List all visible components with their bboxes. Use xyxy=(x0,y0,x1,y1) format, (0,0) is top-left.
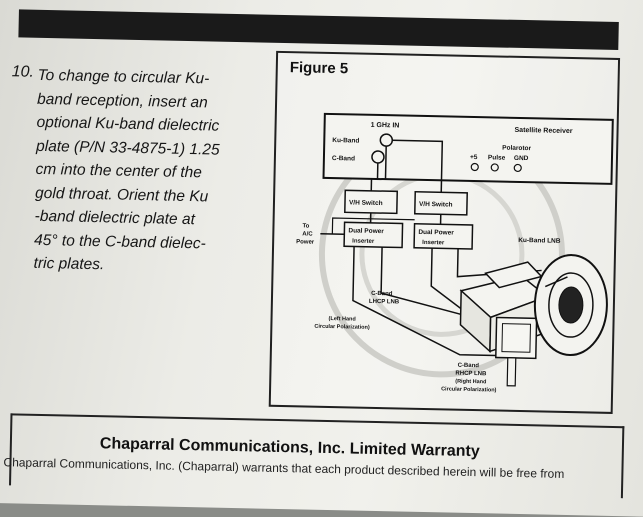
lhcp-label-1: C-Band xyxy=(371,291,393,297)
to-ac-label-2: A/C xyxy=(302,231,313,237)
step-number: 10. xyxy=(11,63,34,81)
ghz-in-label: 1 GHz IN xyxy=(371,122,400,130)
rhcp-label-1: C-Band xyxy=(458,363,480,369)
right-hand-label-2: Circular Polarization) xyxy=(441,386,497,393)
gnd-label: GND xyxy=(514,155,529,162)
inserter-left-label-2: Inserter xyxy=(352,238,375,244)
left-hand-label-1: (Left Hand xyxy=(328,316,355,323)
pulse-label: Pulse xyxy=(488,154,506,161)
wiring-diagram: 1 GHz IN Satellite Receiver Ku-Band C-Ba… xyxy=(269,51,616,410)
plus5-label: +5 xyxy=(470,154,478,161)
receiver-box xyxy=(324,114,613,184)
header-rule xyxy=(18,9,618,50)
polarotor-label: Polarotor xyxy=(502,145,532,153)
rhcp-label-2: RHCP LNB xyxy=(455,371,487,378)
to-ac-label-3: Power xyxy=(296,239,315,245)
to-ac-label-1: To xyxy=(302,223,309,229)
step-instructions: To change to circular Ku- band reception… xyxy=(33,64,259,280)
c-band-input-label: C-Band xyxy=(332,155,355,162)
ku-band-input-label: Ku-Band xyxy=(332,137,359,145)
inserter-right-label-2: Inserter xyxy=(422,240,445,246)
vh-switch-right-label: V/H Switch xyxy=(419,201,453,209)
ku-lnb-label: Ku-Band LNB xyxy=(518,237,561,245)
step-line: tric plates. xyxy=(33,252,255,280)
receiver-label: Satellite Receiver xyxy=(514,127,572,135)
inserter-left-label-1: Dual Power xyxy=(348,227,384,235)
left-hand-label-2: Circular Polarization) xyxy=(314,324,370,331)
right-hand-label-1: (Right Hand xyxy=(455,379,486,386)
vh-switch-left-label: V/H Switch xyxy=(349,199,383,207)
inserter-right-label-1: Dual Power xyxy=(418,229,454,237)
lhcp-label-2: LHCP LNB xyxy=(369,299,400,306)
